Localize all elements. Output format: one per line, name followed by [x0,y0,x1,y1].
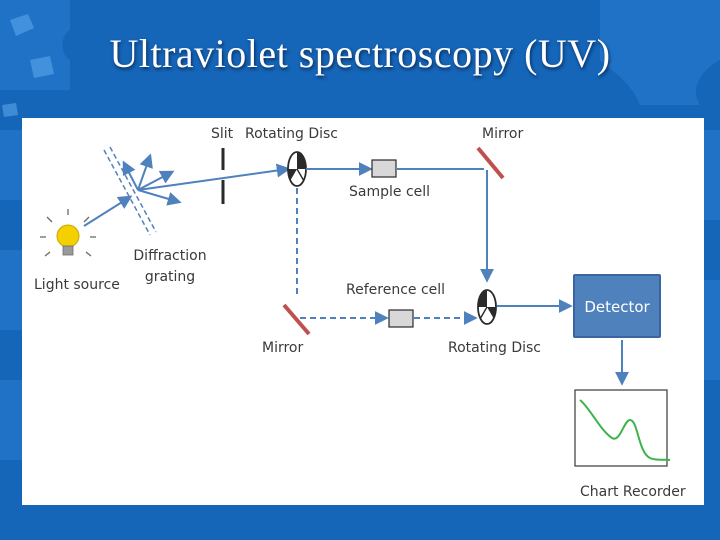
mirror-bottom-label: Mirror [262,340,304,356]
beam-source-to-grating [83,195,133,227]
puzzle-piece-7 [704,280,720,380]
light-source-label: Light source [34,277,120,293]
diffracted-rays [122,153,291,206]
rotating-disc-bottom [477,289,497,325]
diffraction-grating [103,146,157,236]
puzzle-piece-4 [0,380,22,460]
diffraction-grating-label-line1: Diffraction [133,248,207,264]
puzzle-piece-6 [704,130,720,220]
rotating-disc-top-label: Rotating Disc [245,126,338,142]
slit-label: Slit [211,126,234,142]
rotating-disc-bottom-label: Rotating Disc [448,340,541,356]
sample-cell-label: Sample cell [349,184,431,200]
chart-recorder-trace [579,399,671,461]
mirror-top-label: Mirror [482,126,524,142]
reference-cell [388,309,414,328]
mirror-top-right [476,146,505,180]
chart-recorder-label: Chart Recorder [580,484,686,500]
diffraction-grating-label-line2: grating [144,269,196,285]
chart-recorder-box [574,389,668,467]
detector-box [573,274,661,338]
puzzle-piece-5 [600,0,720,105]
puzzle-piece-2 [0,130,22,200]
mirror-bottom-left [282,303,311,336]
light-bulb-icon [40,209,96,257]
reference-cell-label: Reference cell [346,282,446,298]
rotating-disc-top [287,151,307,187]
slide-title: Ultraviolet spectroscopy (UV) [109,31,611,76]
sample-cell [371,159,397,178]
puzzle-piece-3 [0,250,22,330]
detector-label: Detector [584,298,650,316]
